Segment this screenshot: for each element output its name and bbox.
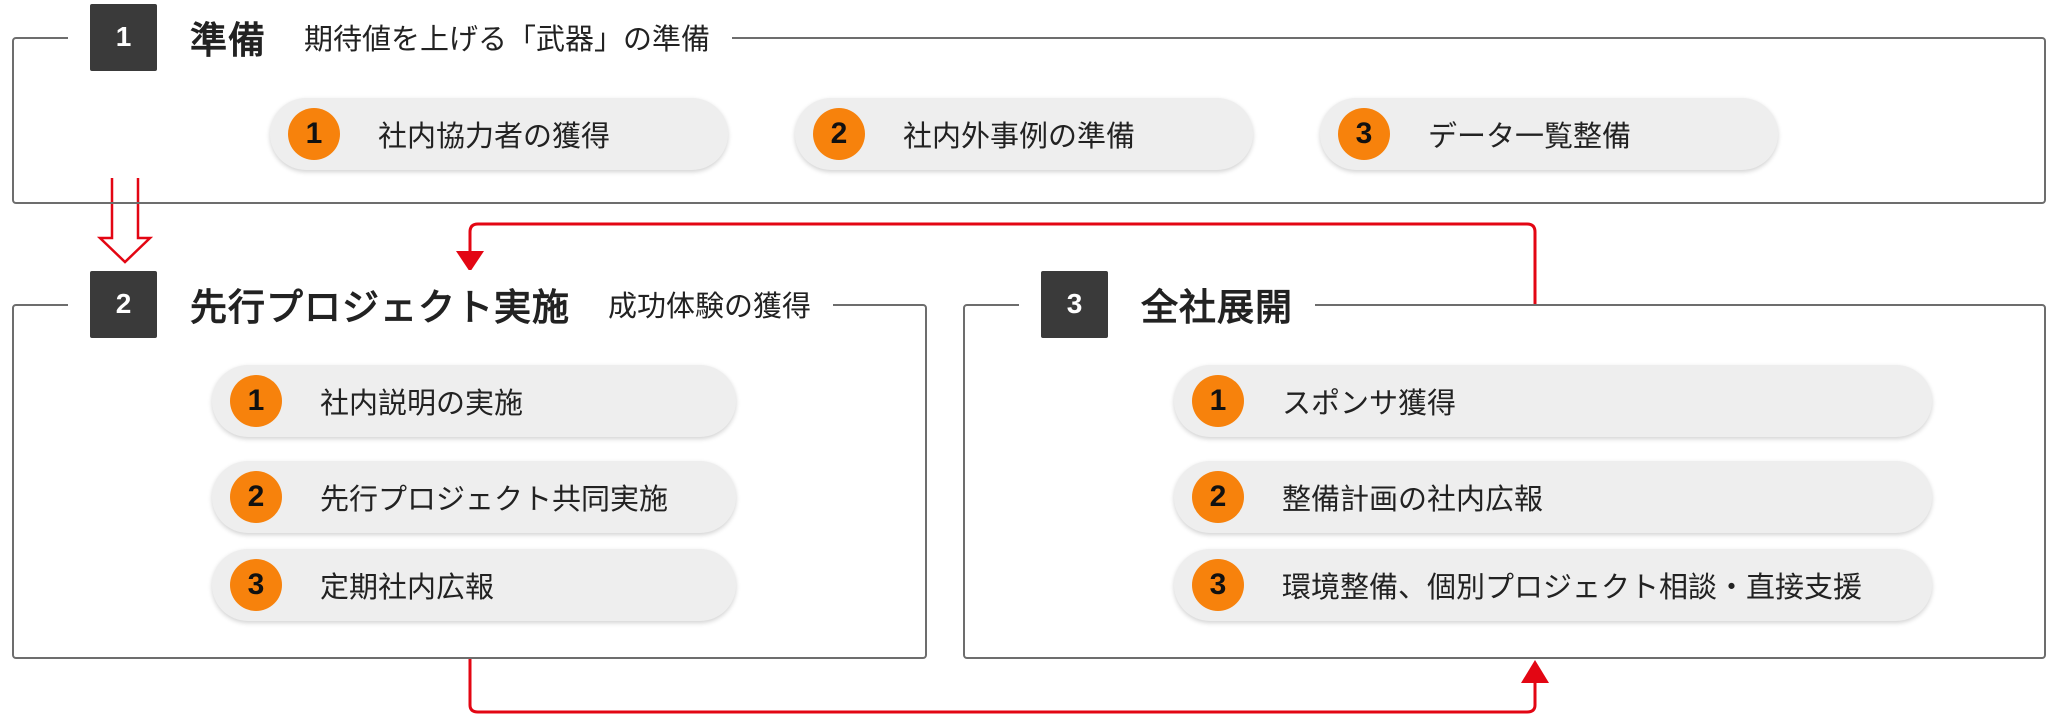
feedback-arrow-head — [456, 251, 484, 272]
section-1-item-3: 3 データ一覧整備 — [1320, 98, 1778, 170]
item-label: 先行プロジェクト共同実施 — [320, 482, 669, 516]
item-number-badge: 1 — [288, 108, 340, 160]
feedback-arrow-line — [468, 222, 1537, 305]
section-3-number: 3 — [1041, 270, 1108, 338]
item-label: スポンサ獲得 — [1282, 386, 1457, 420]
section-3-frame — [963, 304, 2046, 659]
item-label: 整備計画の社内広報 — [1282, 482, 1544, 516]
item-number-badge: 2 — [813, 108, 865, 160]
section-2-number: 2 — [90, 270, 157, 338]
section-1-title: 準備 — [190, 19, 266, 62]
item-number-badge: 2 — [1192, 471, 1244, 523]
section-1-number: 1 — [90, 3, 157, 71]
item-label: データ一覧整備 — [1428, 119, 1632, 153]
section-2-title: 先行プロジェクト実施 — [190, 286, 570, 329]
section-2-item-1: 1 社内説明の実施 — [212, 365, 736, 437]
section-1-subtitle: 期待値を上げる「武器」の準備 — [304, 22, 711, 56]
rollout-arrow-line — [468, 657, 1537, 714]
item-number-badge: 1 — [230, 375, 282, 427]
item-number-badge: 2 — [230, 471, 282, 523]
item-label: 環境整備、個別プロジェクト相談・直接支援 — [1282, 570, 1863, 604]
section-2-item-3: 3 定期社内広報 — [212, 549, 736, 621]
section-2-header: 2 先行プロジェクト実施 成功体験の獲得 — [68, 270, 834, 338]
section-3-item-1: 1 スポンサ獲得 — [1174, 365, 1932, 437]
item-label: 社内協力者の獲得 — [378, 119, 611, 153]
section-3-item-2: 2 整備計画の社内広報 — [1174, 461, 1932, 533]
item-number-badge: 3 — [1338, 108, 1390, 160]
section-3-header: 3 全社展開 — [1019, 270, 1315, 338]
section-1-item-2: 2 社内外事例の準備 — [795, 98, 1253, 170]
item-label: 社内外事例の準備 — [903, 119, 1136, 153]
rollout-arrow-head — [1521, 660, 1549, 683]
section-2-subtitle: 成功体験の獲得 — [608, 289, 812, 323]
section-1-header: 1 準備 期待値を上げる「武器」の準備 — [68, 3, 733, 71]
item-number-badge: 3 — [1192, 559, 1244, 611]
section-1-item-1: 1 社内協力者の獲得 — [270, 98, 728, 170]
section-3-title: 全社展開 — [1141, 286, 1293, 329]
section-3-item-3: 3 環境整備、個別プロジェクト相談・直接支援 — [1174, 549, 1932, 621]
item-label: 社内説明の実施 — [320, 386, 524, 420]
item-number-badge: 3 — [230, 559, 282, 611]
section-2-item-2: 2 先行プロジェクト共同実施 — [212, 461, 736, 533]
item-number-badge: 1 — [1192, 375, 1244, 427]
section-1-frame — [12, 37, 2046, 204]
down-arrow-icon — [96, 178, 154, 264]
item-label: 定期社内広報 — [320, 570, 495, 604]
